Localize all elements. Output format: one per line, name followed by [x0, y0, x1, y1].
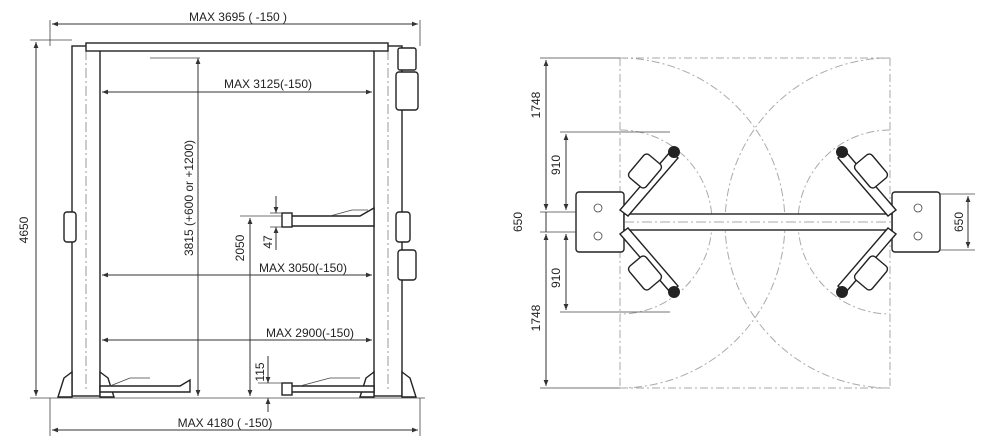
top-beam: [85, 42, 389, 52]
max-clear-width-label: MAX 3125(-150): [224, 77, 312, 91]
right-column-depth-label: 650: [952, 212, 966, 232]
upper-short-arm-label: 910: [549, 155, 563, 175]
max-arm-width-label: MAX 3050(-150): [259, 261, 347, 275]
arm-lower-left: [618, 227, 680, 298]
arm-pad-height-label: 47: [261, 235, 275, 249]
arm-height-label: 2050: [233, 234, 247, 261]
arm-upper-left: [618, 146, 680, 217]
lower-short-arm-label: 910: [549, 268, 563, 288]
front-view: MAX 3695 ( -150 ) MAX 3125(-150) 4650 38…: [17, 10, 425, 436]
upper-arm-reach-label: 1748: [529, 91, 543, 118]
arm-upper-right: [836, 146, 898, 217]
left-column: [57, 45, 115, 398]
max-drive-width-label: MAX 2900(-150): [266, 326, 354, 340]
motor: [397, 47, 417, 71]
power-unit: [395, 71, 419, 111]
total-height-label: 4650: [17, 216, 31, 243]
max-top-width-label: MAX 3695 ( -150 ): [189, 10, 287, 24]
lower-arm-reach-label: 1748: [529, 304, 543, 331]
lowered-arm-left: [99, 377, 191, 393]
max-base-width-label: MAX 4180 ( -150): [178, 416, 273, 430]
min-pad-height-label: 115: [253, 362, 267, 381]
left-control-box: [63, 211, 77, 243]
lift-height-label: 3815 (+600 or +1200): [182, 140, 196, 256]
right-base-plate: [891, 191, 941, 253]
top-view: 1748 910 650 910 1748 650: [511, 57, 975, 389]
lowered-arm-right: [281, 377, 375, 396]
raised-arm: [281, 206, 375, 228]
arm-lower-right: [836, 227, 898, 298]
right-control-box: [397, 249, 417, 281]
left-column-depth-label: 650: [511, 212, 525, 232]
left-base-plate: [575, 191, 625, 253]
